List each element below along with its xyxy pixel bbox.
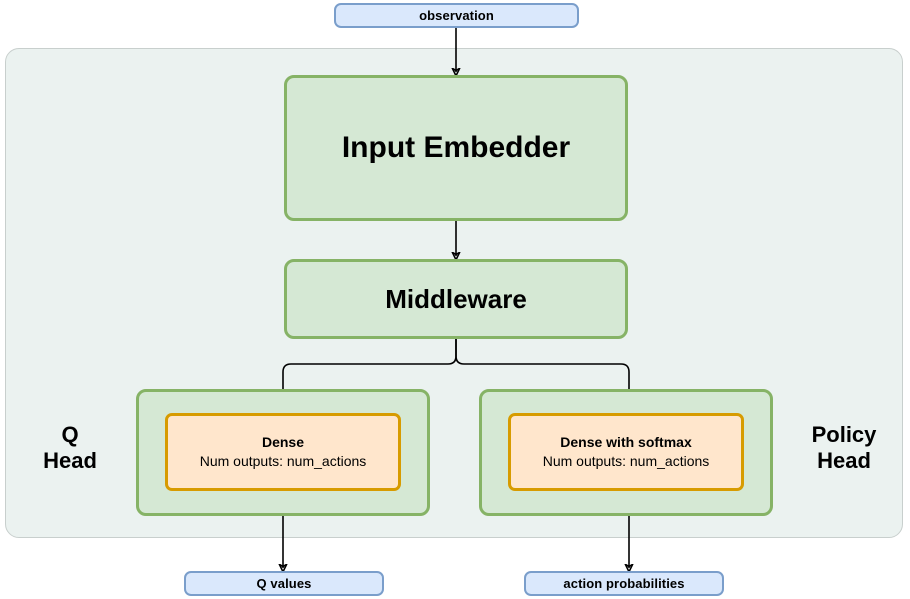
action-probabilities-box: action probabilities	[524, 571, 724, 596]
observation-label: observation	[419, 8, 494, 23]
policy-head-label: Policy Head	[789, 418, 899, 478]
q-head-dense-box: Dense Num outputs: num_actions	[165, 413, 401, 491]
middleware-label: Middleware	[385, 283, 527, 314]
q-head-label: Q Head	[20, 418, 120, 478]
policy-head-dense-title: Dense with softmax	[560, 434, 692, 451]
middleware-box: Middleware	[284, 259, 628, 339]
policy-head-label-line1: Policy	[811, 422, 877, 448]
q-head-dense-subtitle: Num outputs: num_actions	[199, 453, 367, 469]
policy-head-label-line2: Head	[817, 448, 871, 473]
q-head-label-line1: Q	[61, 422, 79, 448]
action-probabilities-label: action probabilities	[563, 576, 685, 591]
q-values-box: Q values	[184, 571, 384, 596]
policy-head-dense-box: Dense with softmax Num outputs: num_acti…	[508, 413, 744, 491]
observation-box: observation	[334, 3, 579, 28]
input-embedder-box: Input Embedder	[284, 75, 628, 221]
q-head-label-line2: Head	[43, 448, 97, 473]
policy-head-dense-subtitle: Num outputs: num_actions	[542, 453, 710, 469]
input-embedder-label: Input Embedder	[341, 131, 571, 164]
q-head-dense-title: Dense	[261, 434, 305, 451]
q-values-label: Q values	[256, 576, 312, 591]
